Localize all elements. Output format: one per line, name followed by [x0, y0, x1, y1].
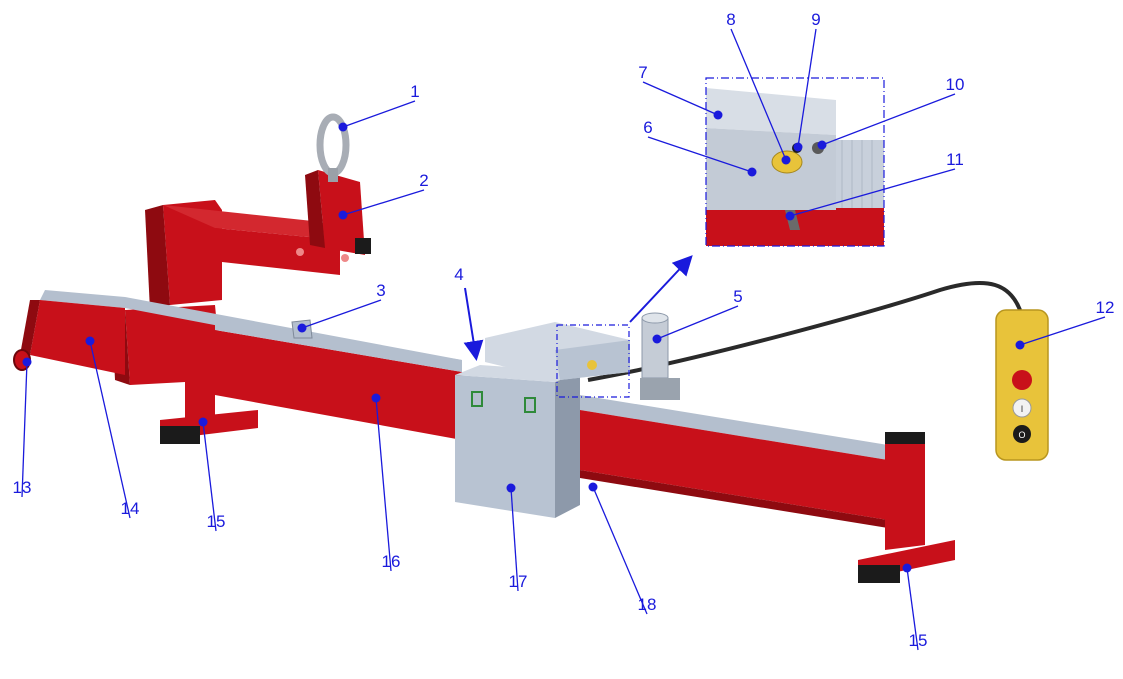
callout-dot-9 [793, 142, 803, 152]
hanger-arm-icon [112, 170, 371, 385]
callout-dot-15b [902, 563, 912, 573]
callout-leader-11 [789, 168, 956, 217]
callout-dot-10 [817, 140, 827, 150]
callout-dot-15a [198, 417, 208, 427]
foot-icon [160, 380, 258, 444]
callout-leader-12 [1019, 316, 1106, 346]
callout-dot-12 [1015, 340, 1025, 350]
foot-icon [858, 432, 955, 583]
callout-leader-18 [592, 486, 648, 615]
callout-arrow-4 [463, 287, 484, 361]
callout-label-1: 1 [410, 82, 419, 101]
callout-leaders [21, 28, 1106, 651]
callout-leader-7 [642, 81, 719, 116]
callout-leader-2 [342, 189, 425, 216]
stop-button-icon [1013, 425, 1031, 443]
pendant-icon: I O [995, 309, 1049, 461]
callout-leader-1 [342, 100, 416, 128]
callout-leader-6 [647, 136, 753, 173]
callout-label-12: 12 [1096, 298, 1115, 317]
callout-leader-9 [797, 28, 817, 148]
callout-leader-15b [906, 567, 919, 651]
callout-dot-1 [338, 122, 348, 132]
detail-inset-icon [705, 77, 885, 247]
callout-label-6: 6 [643, 118, 652, 137]
callout-dot-5 [652, 334, 662, 344]
stop-mark: O [1018, 430, 1025, 440]
main-beam-icon [20, 290, 462, 440]
callout-leader-15a [202, 421, 217, 532]
callout-leader-13 [21, 361, 28, 498]
callout-leader-8 [730, 28, 787, 161]
callout-label-16: 16 [382, 552, 401, 571]
callout-dot-14 [85, 336, 95, 346]
callout-leader-16 [375, 397, 392, 572]
callout-label-4: 4 [454, 265, 463, 284]
callout-dot-8 [781, 155, 791, 165]
callout-label-14: 14 [121, 499, 140, 518]
lifting-eye-icon [316, 113, 350, 182]
callout-leader-17 [510, 487, 519, 592]
callout-label-13: 13 [13, 478, 32, 497]
callout-dot-11 [785, 211, 795, 221]
callout-leader-5 [656, 305, 739, 340]
callout-leader-14 [89, 340, 131, 519]
start-button-icon [1012, 398, 1032, 418]
callout-label-3: 3 [376, 281, 385, 300]
callout-dot-6 [747, 167, 757, 177]
zoom-arrow-icon [629, 255, 693, 323]
callout-label-11: 11 [946, 150, 964, 169]
start-mark: I [1021, 404, 1024, 414]
main-beam-icon [580, 395, 888, 528]
emergency-stop-icon [1012, 370, 1032, 390]
callout-dot-17 [506, 483, 516, 493]
callout-dot-2 [338, 210, 348, 220]
callout-dot-13 [22, 357, 32, 367]
callout-label-10: 10 [946, 75, 965, 94]
callout-dot-7 [713, 110, 723, 120]
detail-source-frame [556, 324, 630, 398]
callout-leader-3 [301, 299, 382, 329]
callout-label-15a: 15 [207, 512, 226, 531]
drive-box-icon [455, 322, 630, 518]
callout-dot-16 [371, 393, 381, 403]
callout-label-15b: 15 [909, 631, 928, 650]
callout-label-7: 7 [638, 63, 647, 82]
callout-label-5: 5 [733, 287, 742, 306]
callout-leader-10 [821, 93, 956, 146]
callout-label-17: 17 [509, 572, 528, 591]
callout-label-2: 2 [419, 171, 428, 190]
callout-label-8: 8 [726, 10, 735, 29]
cable-icon [587, 281, 1022, 382]
callout-dot-3 [297, 323, 307, 333]
callout-label-18: 18 [638, 595, 657, 614]
motor-icon [640, 312, 680, 400]
callout-label-9: 9 [811, 10, 820, 29]
callout-dot-18 [588, 482, 598, 492]
